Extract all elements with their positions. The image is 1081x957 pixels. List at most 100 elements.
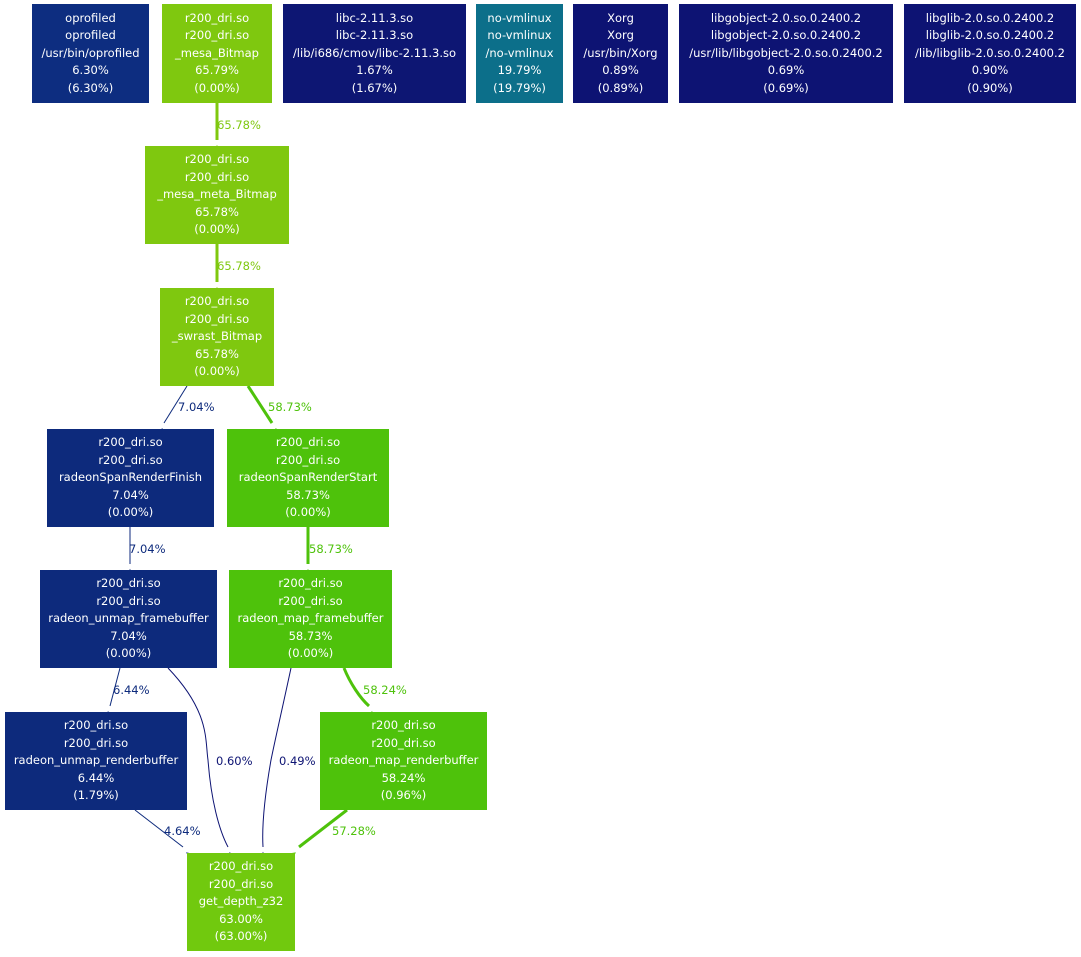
node-line: r200_dri.so [96, 576, 161, 591]
node-line: Xorg [607, 28, 634, 43]
node-line: r200_dri.so [96, 593, 161, 608]
node-line: r200_dri.so [184, 10, 250, 25]
edge-label: 4.64% [164, 824, 201, 838]
edge-label: 65.78% [217, 259, 261, 273]
node-line: libc-2.11.3.so [335, 28, 414, 43]
node-line: /usr/lib/libgobject-2.0.so.0.2400.2 [689, 45, 883, 60]
node-line: libc-2.11.3.so [335, 10, 414, 25]
node-line: (0.69%) [763, 80, 809, 95]
node-line: /no-vmlinux [485, 45, 554, 60]
node-line: libgobject-2.0.so.0.2400.2 [710, 10, 862, 25]
node-line: 0.89% [602, 63, 639, 78]
node-line: r200_dri.so [275, 452, 341, 467]
node-line: radeon_map_framebuffer [237, 611, 384, 626]
node-line: no-vmlinux [487, 10, 552, 25]
node-line: r200_dri.so [184, 169, 250, 184]
node-line: r200_dri.so [208, 876, 274, 891]
edge-label: 0.49% [279, 754, 316, 768]
node-line: r200_dri.so [371, 718, 436, 733]
node-line: r200_dri.so [278, 593, 343, 608]
edge-label: 7.04% [178, 400, 215, 414]
node-line: _mesa_Bitmap [175, 45, 259, 60]
edge-line [342, 667, 371, 708]
edge-line [163, 385, 188, 424]
edge-line [262, 667, 292, 848]
node-line: r200_dri.so [184, 28, 250, 43]
node-libglib: libglib-2.0.so.0.2400.2 libglib-2.0.so.0.… [904, 4, 1076, 103]
node-line: no-vmlinux [487, 28, 552, 43]
node-line: radeon_unmap_renderbuffer [13, 753, 179, 768]
node-get_depth_z32: r200_dri.so r200_dri.so get_depth_z32 63.00… [187, 853, 295, 951]
node-line: (0.00%) [194, 222, 240, 237]
edge-label: 6.44% [113, 683, 150, 697]
edge-line [246, 385, 274, 424]
node-line: _swrast_Bitmap [171, 329, 263, 344]
edge-label: 58.24% [363, 683, 407, 697]
node-line: (0.00%) [285, 505, 331, 520]
node-line: 6.30% [72, 63, 109, 78]
edge-label: 58.73% [268, 400, 312, 414]
node-line: _mesa_meta_Bitmap [157, 187, 277, 202]
node-line: (6.30%) [67, 80, 114, 95]
node-line: (1.67%) [351, 80, 398, 95]
edge-line [134, 809, 184, 848]
node-line: 58.73% [286, 487, 330, 502]
node-radeon_map_framebuffer: r200_dri.so r200_dri.so radeon_map_framebu… [229, 570, 392, 668]
node-line: (0.00%) [287, 646, 334, 661]
node-libgobject: libgobject-2.0.so.0.2400.2 libgobject-2.0… [679, 4, 893, 103]
node-line: (0.96%) [380, 788, 427, 803]
node-line: r200_dri.so [278, 576, 343, 591]
node-line: 0.69% [767, 63, 805, 78]
node-line: r200_dri.so [275, 435, 341, 450]
node-line: 65.78% [195, 204, 239, 219]
edge-label: 7.04% [129, 542, 166, 556]
node-radeonSpanRenderFinish: r200_dri.so r200_dri.so radeonSpanRenderFi… [47, 429, 214, 527]
node-line: libgobject-2.0.so.0.2400.2 [710, 28, 862, 43]
node-line: r200_dri.so [184, 152, 250, 167]
edge-label: 0.60% [216, 754, 253, 768]
node-line: libglib-2.0.so.0.2400.2 [925, 28, 1055, 43]
node-line: (63.00%) [214, 929, 268, 944]
node-radeonSpanRenderStart: r200_dri.so r200_dri.so radeonSpanRenderSt… [227, 429, 389, 527]
node-line: (1.79%) [73, 788, 119, 803]
node-line: 1.67% [356, 63, 393, 78]
node-line: r200_dri.so [98, 452, 163, 467]
node-line: r200_dri.so [98, 435, 163, 450]
node-line: radeon_map_renderbuffer [328, 753, 479, 768]
node-mesa_Bitmap: r200_dri.so r200_dri.so _mesa_Bitmap 65.79%… [162, 4, 272, 103]
edge-line [109, 667, 121, 707]
node-line: get_depth_z32 [198, 894, 284, 909]
node-line: 63.00% [219, 911, 263, 926]
node-line: /usr/bin/oprofiled [41, 45, 140, 60]
node-line: (0.00%) [107, 505, 154, 520]
node-line: 58.24% [381, 770, 426, 785]
node-line: 65.79% [195, 63, 239, 78]
edge-label: 58.73% [309, 542, 353, 556]
node-line: (0.00%) [194, 364, 240, 379]
node-line: r200_dri.so [184, 294, 250, 309]
node-line: (0.00%) [105, 646, 152, 661]
node-line: radeonSpanRenderFinish [58, 470, 203, 485]
node-line: 58.73% [288, 628, 333, 643]
edge-label: 65.78% [217, 118, 261, 132]
node-line: 0.90% [971, 63, 1009, 78]
node-line: 7.04% [112, 487, 149, 502]
node-line: /lib/libglib-2.0.so.0.2400.2 [915, 45, 1065, 60]
node-line: oprofiled [65, 10, 116, 25]
node-line: (0.89%) [597, 80, 644, 95]
node-line: Xorg [607, 10, 634, 25]
node-line: (0.00%) [194, 80, 240, 95]
node-line: libglib-2.0.so.0.2400.2 [925, 10, 1055, 25]
node-line: 65.78% [195, 346, 239, 361]
node-line: r200_dri.so [208, 859, 274, 874]
node-line: radeonSpanRenderStart [238, 470, 378, 485]
